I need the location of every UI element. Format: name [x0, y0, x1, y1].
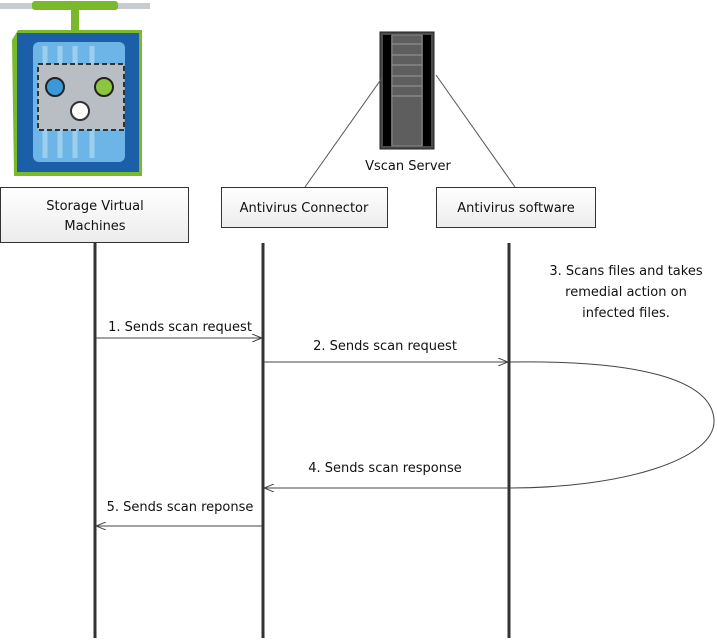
- participant-antivirus-connector: Antivirus Connector: [221, 187, 388, 228]
- server-link-connector: [304, 77, 383, 188]
- svg-text:1. Sends scan request: 1. Sends scan request: [108, 320, 252, 335]
- message-5: 5. Sends scan reponse: [96, 500, 262, 526]
- svg-text:2. Sends scan request: 2. Sends scan request: [313, 339, 457, 354]
- svg-text:5. Sends scan reponse: 5. Sends scan reponse: [107, 500, 254, 515]
- svg-text:Storage Virtual: Storage Virtual: [46, 199, 143, 214]
- participant-storage-vm: Storage Virtual Machines: [0, 187, 189, 243]
- message-2: 2. Sends scan request: [264, 339, 508, 362]
- message-1: 1. Sends scan request: [96, 320, 262, 338]
- svg-text:Antivirus Connector: Antivirus Connector: [240, 201, 369, 216]
- svg-text:infected files.: infected files.: [582, 306, 670, 321]
- storage-vm-icon: [0, 1, 150, 176]
- participant-antivirus-software: Antivirus software: [436, 187, 596, 228]
- svg-text:4. Sends scan response: 4. Sends scan response: [308, 461, 462, 476]
- svg-text:remedial action on: remedial action on: [565, 285, 687, 300]
- svg-text:Antivirus software: Antivirus software: [457, 201, 574, 216]
- svg-text:3. Scans files and takes: 3. Scans files and takes: [549, 264, 702, 279]
- server-link-software: [435, 74, 516, 188]
- server-rack-icon: [379, 31, 435, 150]
- server-label: Vscan Server: [365, 159, 451, 174]
- message-3-self-loop: 3. Scans files and takes remedial action…: [509, 264, 715, 489]
- message-4: 4. Sends scan response: [264, 461, 508, 488]
- svg-text:Machines: Machines: [64, 219, 125, 234]
